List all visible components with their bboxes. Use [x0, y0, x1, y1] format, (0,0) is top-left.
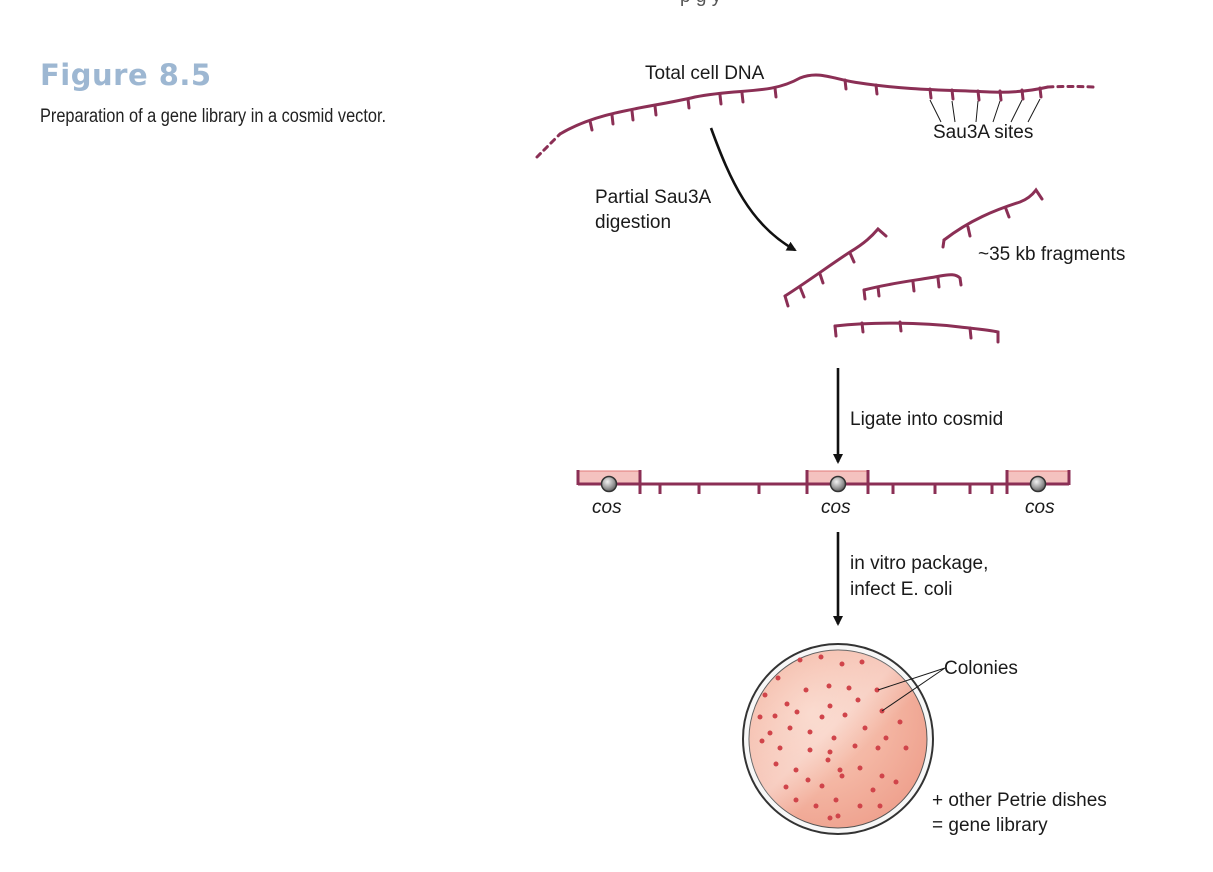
- colony-dot: [839, 661, 845, 667]
- colony-dot: [784, 701, 790, 707]
- colony-dot: [777, 745, 783, 751]
- petri-dish: [742, 643, 934, 835]
- digestion-arrow: [709, 127, 797, 252]
- colony-dot: [877, 803, 883, 809]
- colony-dot: [837, 767, 843, 773]
- figure-number: Figure 8.5: [40, 58, 212, 92]
- colony-dot: [759, 738, 765, 744]
- sau3a-site-pointers: [929, 98, 1041, 123]
- colony-dot: [831, 735, 837, 741]
- colony-dot: [893, 779, 899, 785]
- figure-caption: Preparation of a gene library in a cosmi…: [40, 106, 387, 127]
- colony-dot: [833, 797, 839, 803]
- colony-dot: [793, 797, 799, 803]
- colony-dot: [787, 725, 793, 731]
- colony-dot: [827, 815, 833, 821]
- colony-dot: [775, 675, 781, 681]
- partial-digestion-label-line1: Partial Sau3A: [595, 187, 712, 208]
- colony-dot: [819, 714, 825, 720]
- total-cell-dna-strand: [535, 73, 1095, 159]
- colony-dot: [783, 784, 789, 790]
- colony-dot: [794, 709, 800, 715]
- other-dishes-label-line2: = gene library: [932, 815, 1048, 836]
- colony-dot: [773, 761, 779, 767]
- colony-dot: [835, 813, 841, 819]
- colony-dot: [827, 703, 833, 709]
- colony-dot: [857, 803, 863, 809]
- cosmid-construct: [576, 470, 1071, 494]
- dna-fragments: [783, 187, 1044, 344]
- colony-dot: [855, 697, 861, 703]
- colony-dot: [826, 683, 832, 689]
- colony-dot: [875, 745, 881, 751]
- cos-site-right-icon: [1029, 475, 1047, 493]
- partial-digestion-label-line2: digestion: [595, 212, 671, 233]
- colony-dot: [859, 659, 865, 665]
- colony-dot: [874, 687, 880, 693]
- colony-dot: [772, 713, 778, 719]
- colony-dot: [797, 657, 803, 663]
- colony-dot: [803, 687, 809, 693]
- colony-dot: [839, 773, 845, 779]
- colony-dot: [813, 803, 819, 809]
- total-dna-label: Total cell DNA: [645, 63, 765, 84]
- colony-dot: [757, 714, 763, 720]
- colony-dot: [857, 765, 863, 771]
- colony-dot: [827, 749, 833, 755]
- cos-label-left: cos: [592, 497, 622, 518]
- package-label-line2: infect E. coli: [850, 579, 952, 600]
- fragments-label: ~35 kb fragments: [978, 244, 1125, 265]
- colonies: [757, 654, 909, 821]
- cos-label-right: cos: [1025, 497, 1055, 518]
- colony-dot: [852, 743, 858, 749]
- colony-dot: [819, 783, 825, 789]
- colony-dot: [883, 735, 889, 741]
- colony-dot: [793, 767, 799, 773]
- colony-dot: [805, 777, 811, 783]
- colony-dot: [903, 745, 909, 751]
- cos-label-middle: cos: [821, 497, 851, 518]
- colonies-label: Colonies: [944, 658, 1018, 679]
- package-label-line1: in vitro package,: [850, 553, 988, 574]
- colony-dot: [870, 787, 876, 793]
- colony-dot: [762, 692, 768, 698]
- cos-site-left-icon: [600, 475, 618, 493]
- sau3a-sites-label: Sau3A sites: [933, 122, 1033, 143]
- colony-dot: [897, 719, 903, 725]
- colony-dot: [818, 654, 824, 660]
- colony-dot: [767, 730, 773, 736]
- other-dishes-label-line1: + other Petrie dishes: [932, 790, 1107, 811]
- colony-dot: [825, 757, 831, 763]
- colony-dot: [807, 729, 813, 735]
- colony-dot: [862, 725, 868, 731]
- colony-dot: [842, 712, 848, 718]
- colony-dot: [807, 747, 813, 753]
- colonies-pointer: [877, 667, 946, 712]
- page-header-sliver: p g y: [680, 0, 1200, 10]
- cos-site-middle-icon: [829, 475, 847, 493]
- ligate-label: Ligate into cosmid: [850, 409, 1003, 430]
- colony-dot: [846, 685, 852, 691]
- colony-dot: [879, 773, 885, 779]
